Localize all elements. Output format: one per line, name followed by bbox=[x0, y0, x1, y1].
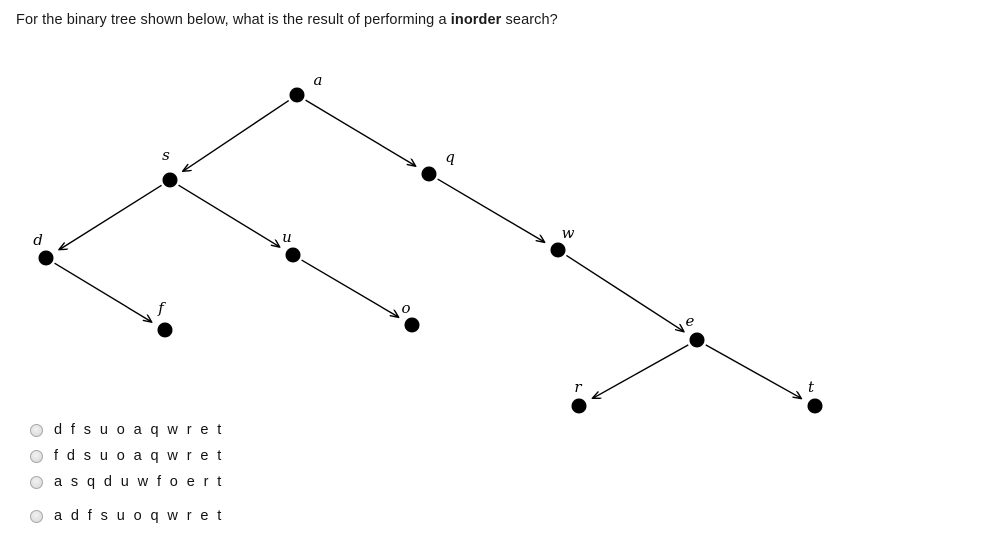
answer-option-opt3[interactable]: a s q d u w f o e r t bbox=[30, 472, 450, 492]
tree-node-e bbox=[689, 332, 705, 348]
answer-option-opt1[interactable]: d f s u o a q w r e t bbox=[30, 420, 450, 440]
question-text: For the binary tree shown below, what is… bbox=[16, 12, 558, 28]
tree-node-label-e: e bbox=[686, 312, 695, 330]
tree-node-label-q: q bbox=[445, 148, 455, 166]
tree-node-layer bbox=[38, 87, 823, 414]
tree-node-t bbox=[807, 398, 823, 414]
tree-edge-u-o bbox=[301, 259, 399, 317]
tree-node-label-d: d bbox=[33, 231, 43, 249]
tree-node-d bbox=[38, 250, 54, 266]
tree-svg: a s q d u w f o e r t bbox=[33, 71, 823, 414]
tree-edge-layer bbox=[54, 99, 801, 398]
tree-edge-e-t bbox=[705, 344, 801, 398]
tree-node-w bbox=[550, 242, 566, 258]
tree-edge-s-d bbox=[60, 184, 162, 249]
tree-node-label-u: u bbox=[282, 228, 292, 246]
binary-tree-diagram: a s q d u w f o e r t bbox=[0, 55, 997, 425]
tree-node-label-f: f bbox=[157, 299, 166, 317]
tree-edge-e-r bbox=[593, 344, 689, 398]
tree-node-label-o: o bbox=[401, 299, 410, 317]
answer-option-opt2[interactable]: f d s u o a q w r e t bbox=[30, 446, 450, 466]
answer-option-label-opt4[interactable]: a d f s u o q w r e t bbox=[54, 508, 224, 524]
tree-node-u bbox=[285, 247, 301, 263]
question-emphasis: inorder bbox=[450, 12, 502, 28]
tree-node-r bbox=[571, 398, 587, 414]
tree-node-label-t: t bbox=[808, 378, 815, 396]
answer-options-list: d f s u o a q w r e t f d s u o a q w r e… bbox=[30, 420, 450, 532]
tree-edge-a-s bbox=[183, 99, 290, 172]
radio-button-opt1[interactable] bbox=[30, 423, 43, 437]
tree-node-o bbox=[404, 317, 420, 333]
tree-edge-a-q bbox=[305, 99, 416, 166]
tree-node-a bbox=[289, 87, 305, 103]
answer-option-label-opt2[interactable]: f d s u o a q w r e t bbox=[54, 448, 224, 464]
question-prefix: For the binary tree shown below, what is… bbox=[16, 12, 451, 28]
tree-node-s bbox=[162, 172, 178, 188]
tree-node-label-w: w bbox=[562, 224, 575, 242]
answer-option-opt4[interactable]: a d f s u o q w r e t bbox=[30, 506, 450, 526]
question-suffix: search? bbox=[501, 12, 558, 28]
tree-edge-d-f bbox=[54, 262, 152, 322]
tree-node-f bbox=[157, 322, 173, 338]
tree-node-q bbox=[421, 166, 437, 182]
answer-option-label-opt3[interactable]: a s q d u w f o e r t bbox=[54, 474, 224, 490]
radio-button-opt2[interactable] bbox=[30, 449, 43, 463]
tree-node-label-r: r bbox=[574, 378, 582, 396]
tree-label-layer: a s q d u w f o e r t bbox=[33, 71, 815, 396]
tree-edge-q-w bbox=[437, 178, 545, 242]
radio-button-opt3[interactable] bbox=[30, 475, 43, 489]
tree-edge-s-u bbox=[178, 184, 280, 246]
radio-button-opt4[interactable] bbox=[30, 509, 43, 523]
tree-node-label-s: s bbox=[162, 146, 170, 164]
tree-node-label-a: a bbox=[314, 71, 323, 89]
tree-edge-w-e bbox=[566, 254, 683, 331]
answer-option-label-opt1[interactable]: d f s u o a q w r e t bbox=[54, 422, 224, 438]
